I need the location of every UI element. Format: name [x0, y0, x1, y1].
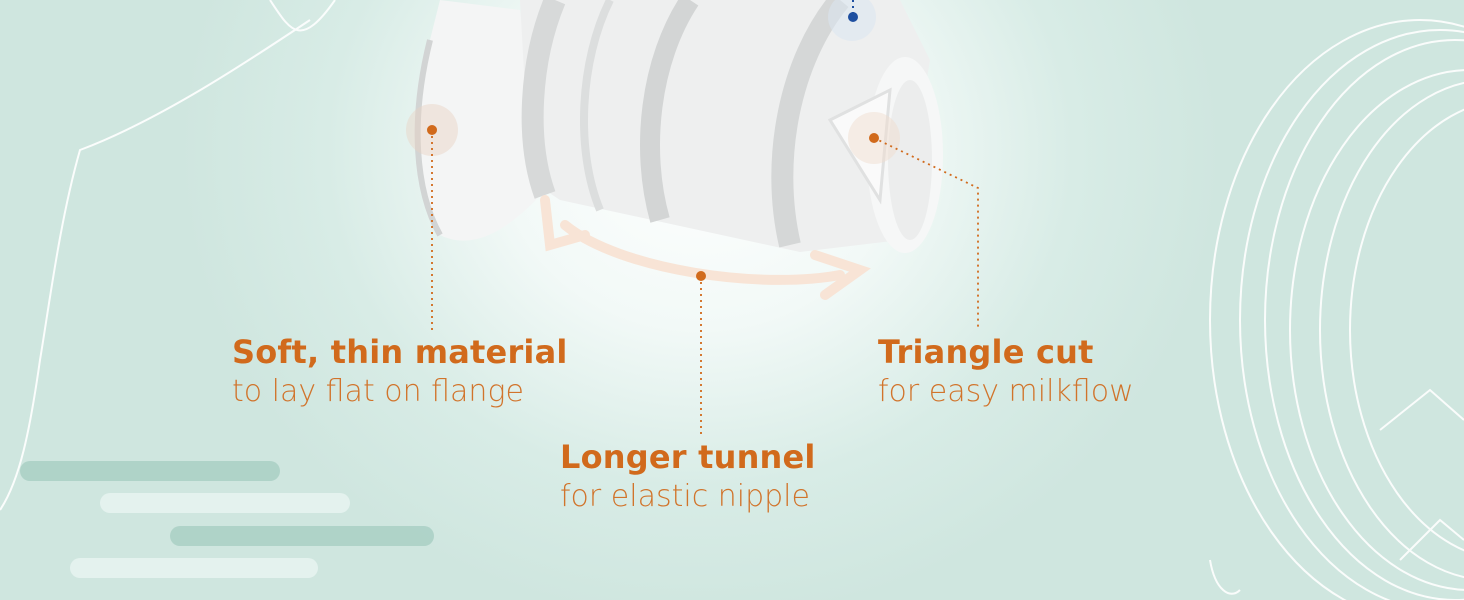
tunnel-dot — [696, 271, 706, 281]
silicone-insert — [406, 0, 943, 253]
callout-title: Longer tunnel — [560, 438, 816, 476]
callout-soft-material: Soft, thin material to lay flat on flang… — [232, 332, 568, 412]
blue-dot — [848, 12, 858, 22]
triangle-dot — [869, 133, 879, 143]
callout-longer-tunnel: Longer tunnel for elastic nipple — [560, 437, 816, 517]
soft-material-dot — [427, 125, 437, 135]
breast-outline — [0, 0, 336, 511]
callout-subtitle: for elastic nipple — [560, 479, 810, 514]
motion-lines — [20, 461, 434, 578]
leader-lines — [431, 130, 979, 434]
callout-title: Triangle cut — [878, 333, 1094, 371]
callout-title: Soft, thin material — [232, 333, 568, 371]
callout-triangle-cut: Triangle cut for easy milkflow — [878, 332, 1134, 412]
callout-subtitle: for easy milkflow — [878, 374, 1134, 409]
length-arrow — [540, 195, 871, 300]
flange-outline — [1209, 19, 1464, 600]
callout-subtitle: to lay flat on flange — [232, 374, 524, 409]
